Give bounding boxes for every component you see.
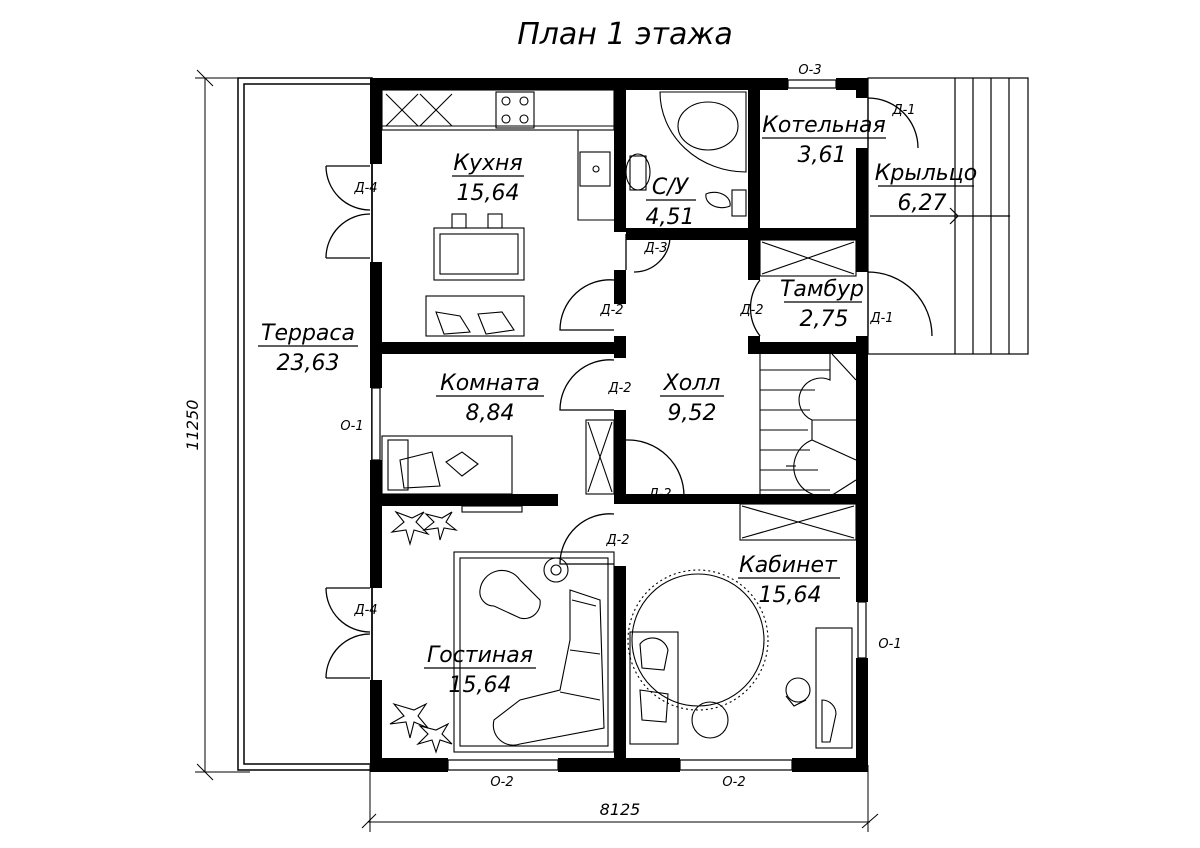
door-label: Д-1 xyxy=(869,311,893,326)
room-area: 8,84 xyxy=(466,401,515,426)
room-bedroom: Комната 8,84 xyxy=(436,371,544,426)
room-name: Гостиная xyxy=(427,643,533,668)
room-terrace: Терраса 23,63 xyxy=(258,321,358,376)
room-area: 9,52 xyxy=(668,401,717,426)
bedroom-furniture xyxy=(381,419,615,513)
room-area: 15,64 xyxy=(449,673,512,698)
door-label: Д-4 xyxy=(353,181,377,196)
walls xyxy=(370,78,868,772)
room-name: Холл xyxy=(663,371,721,396)
room-bathroom: С/У 4,51 xyxy=(646,175,696,230)
room-name: Кабинет xyxy=(739,553,838,578)
room-name: С/У xyxy=(652,175,690,200)
window-label: О-1 xyxy=(340,419,363,434)
door-label: Д-2 xyxy=(607,381,631,396)
window-label: О-1 xyxy=(878,637,901,652)
room-name: Тамбур xyxy=(780,277,864,302)
bathroom-fixtures xyxy=(625,91,747,217)
window-label: О-2 xyxy=(490,775,513,790)
plan-title: План 1 этажа xyxy=(517,17,733,52)
door-label: Д-2 xyxy=(599,303,623,318)
living-room-furniture xyxy=(389,510,615,754)
hall-stairs xyxy=(739,239,857,541)
room-area: 15,64 xyxy=(759,583,822,608)
kitchen-furniture xyxy=(381,89,615,337)
door-label: Д-2 xyxy=(739,303,763,318)
room-area: 3,61 xyxy=(798,143,847,168)
room-area: 15,64 xyxy=(457,181,520,206)
door-label: Д-1 xyxy=(891,103,915,118)
room-labels: Кухня 15,64 С/У 4,51 Котельная 3,61 Крыл… xyxy=(258,113,977,698)
room-name: Терраса xyxy=(261,321,355,346)
room-area: 2,75 xyxy=(800,307,849,332)
windows xyxy=(371,79,867,771)
room-area: 6,27 xyxy=(898,191,947,216)
width-dimension: 8125 xyxy=(600,800,641,819)
room-name: Крыльцо xyxy=(875,161,977,186)
door-swings xyxy=(325,97,933,679)
dimension-lines xyxy=(195,69,879,832)
room-area: 23,63 xyxy=(277,351,340,376)
office-furniture xyxy=(627,569,853,749)
window-label: О-2 xyxy=(722,775,745,790)
room-porch: Крыльцо 6,27 xyxy=(875,161,977,216)
room-name: Комната xyxy=(440,371,540,396)
window-label: О-3 xyxy=(798,63,821,78)
room-name: Котельная xyxy=(762,113,886,138)
door-labels: Д-4 Д-4 Д-3 Д-2 Д-2 Д-2 Д-2 Д-2 Д-1 Д-1 xyxy=(353,103,915,618)
door-label: Д-3 xyxy=(643,241,667,256)
room-living: Гостиная 15,64 xyxy=(424,643,536,698)
room-kitchen: Кухня 15,64 xyxy=(452,151,524,206)
room-name: Кухня xyxy=(453,151,522,176)
door-label: Д-2 xyxy=(605,533,629,548)
door-label: Д-4 xyxy=(353,603,377,618)
room-office: Кабинет 15,64 xyxy=(738,553,840,608)
height-dimension: 11250 xyxy=(183,400,202,451)
door-label: Д-2 xyxy=(647,487,671,502)
room-hall: Холл 9,52 xyxy=(660,371,724,426)
room-boiler: Котельная 3,61 xyxy=(762,113,886,168)
window-labels: О-3 О-1 О-1 О-2 О-2 xyxy=(340,63,901,790)
room-area: 4,51 xyxy=(646,205,695,230)
porch-stairs xyxy=(867,77,1029,355)
room-vestibule: Тамбур 2,75 xyxy=(780,277,864,332)
